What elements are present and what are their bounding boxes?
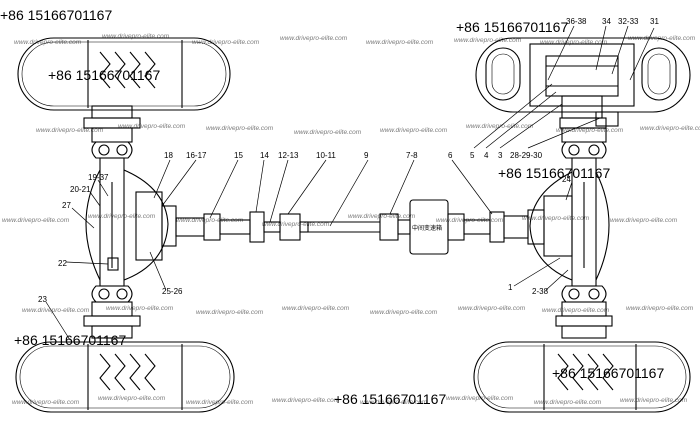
wheel-top-right [475,37,691,129]
watermark-text: www.drivepro-elite.com [380,127,448,134]
watermark-text: www.drivepro-elite.com [262,221,330,228]
watermark-text: www.drivepro-elite.com [118,123,186,130]
leader-lines [45,25,655,341]
callout-20-21: 20-21 [70,185,91,194]
callout-27: 27 [62,201,71,210]
watermark-text: www.drivepro-elite.com [360,399,428,406]
callout-10-11: 10-11 [316,151,336,160]
callout-7-8: 7-8 [406,151,418,160]
watermark-text: www.drivepro-elite.com [534,399,602,406]
watermark-text: www.drivepro-elite.com [556,127,624,134]
watermark-text: www.drivepro-elite.com [192,39,260,46]
phone-number-overlay: +86 15166701167 [48,67,161,83]
watermark-text: www.drivepro-elite.com [88,213,156,220]
callout-14: 14 [260,151,269,160]
callout-19-37: 19-37 [88,173,109,182]
watermark-text: www.drivepro-elite.com [348,213,416,220]
watermark-text: www.drivepro-elite.com [366,39,434,46]
watermark-text: www.drivepro-elite.com [106,305,174,312]
callout-28-29-30: 28-29-30 [510,151,543,160]
drawing-lines [15,25,691,413]
watermark-text: www.drivepro-elite.com [12,399,80,406]
wheel-top-left [17,37,231,111]
watermark-text: www.drivepro-elite.com [540,39,608,46]
watermark-text: www.drivepro-elite.com [196,309,264,316]
watermark-text: www.drivepro-elite.com [542,307,610,314]
watermark-text: www.drivepro-elite.com [176,217,244,224]
callout-5: 5 [470,151,475,160]
watermark-text: www.drivepro-elite.com [370,309,438,316]
propeller-shaft [175,199,545,255]
watermark-text: www.drivepro-elite.com [98,395,166,402]
callout-4: 4 [484,151,489,160]
watermark-text: www.drivepro-elite.com [458,305,526,312]
callout-2-38: 2-38 [532,287,549,296]
callout-36-38: 36-38 [566,17,587,26]
watermark-text: www.drivepro-elite.com [620,397,688,404]
watermark-layer: www.drivepro-elite.com www.drivepro-elite… [2,33,700,406]
callout-34: 34 [602,17,611,26]
left-axle [83,105,177,339]
center-box-label: 中间变速箱 [412,224,442,232]
watermark-text: www.drivepro-elite.com [102,33,170,40]
watermark-text: www.drivepro-elite.com [626,305,694,312]
callout-22: 22 [58,259,67,268]
phone-number-overlay: +86 15166701167 [552,365,665,381]
watermark-text: www.drivepro-elite.com [640,125,700,132]
watermark-text: www.drivepro-elite.com [282,305,350,312]
right-axle [529,127,613,339]
watermark-text: www.drivepro-elite.com [454,37,522,44]
wheel-bottom-left [15,341,235,413]
watermark-text: www.drivepro-elite.com [522,215,590,222]
phone-number-overlay: +86 15166701167 [334,391,447,407]
callout-32-33: 32-33 [618,17,639,26]
watermark-text: www.drivepro-elite.com [186,399,254,406]
phone-number-overlay: +86 15166701167 [0,7,113,23]
watermark-text: www.drivepro-elite.com [2,217,70,224]
callout-labels: 36-38 34 32-33 31 5 4 3 28-29-30 24 18 1… [38,17,659,304]
callout-6: 6 [448,151,453,160]
callout-12-13: 12-13 [278,151,299,160]
callout-18: 18 [164,151,173,160]
phone-number-overlay: +86 15166701167 [498,165,611,181]
watermark-text: www.drivepro-elite.com [294,129,362,136]
callout-15: 15 [234,151,243,160]
phone-number-overlay: +86 15166701167 [14,332,127,348]
watermark-text: www.drivepro-elite.com [22,307,90,314]
callout-3: 3 [498,151,503,160]
callout-23: 23 [38,295,47,304]
watermark-text: www.drivepro-elite.com [446,395,514,402]
watermark-text: www.drivepro-elite.com [36,127,104,134]
wheel-bottom-right [473,341,691,413]
callout-25-26: 25-26 [162,287,183,296]
callout-24: 24 [562,175,571,184]
watermark-text: www.drivepro-elite.com [610,217,678,224]
watermark-text: www.drivepro-elite.com [280,35,348,42]
phone-number-overlay: +86 15166701167 [456,19,569,35]
callout-31: 31 [650,17,659,26]
callout-16-17: 16-17 [186,151,207,160]
callout-9: 9 [364,151,369,160]
watermark-text: www.drivepro-elite.com [272,397,340,404]
callout-1: 1 [508,283,513,292]
watermark-text: www.drivepro-elite.com [206,125,274,132]
